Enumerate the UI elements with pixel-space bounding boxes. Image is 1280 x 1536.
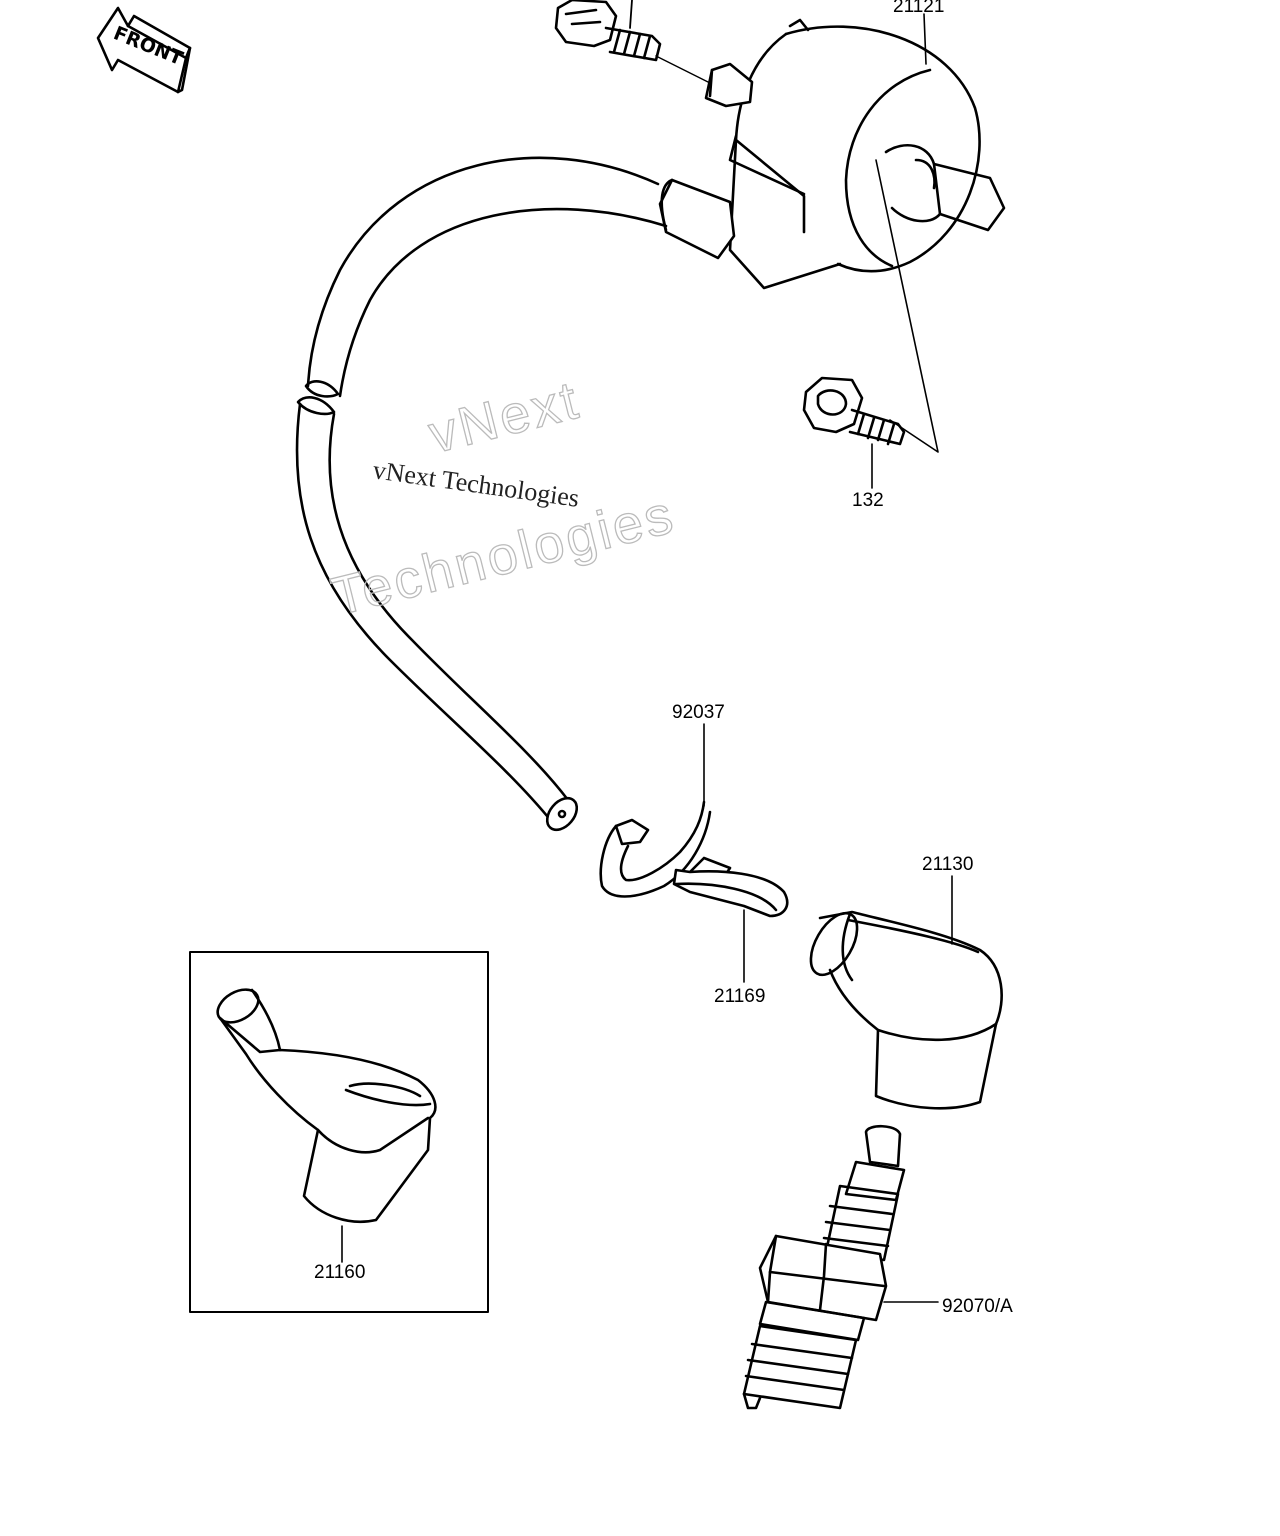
spark-plug [742,1124,939,1410]
label-ignition-coil: 21121 [893,0,944,17]
ignition-coil [554,0,1006,290]
label-spark-plug: 92070/A [942,1296,1013,1317]
label-clip: 21169 [714,986,765,1007]
top-bolt-icon [554,0,713,85]
plug-cap [809,875,1003,1110]
bolt-icon [802,376,906,489]
front-arrow-icon [96,6,192,94]
label-clamp: 92037 [672,702,725,723]
ht-lead [295,156,668,832]
clip-icon [672,856,789,983]
plug-cap-alt [189,951,489,1313]
watermark-line1: vNext [423,370,586,465]
label-bolt: 132 [852,490,884,511]
watermark-caption: vNext Technologies [371,455,581,513]
label-plug-cap: 21130 [922,854,973,875]
label-plug-cap-alt: 21160 [314,1262,365,1283]
clamp-icon [599,723,712,898]
watermark: vNext Technologies vNext Technologies [325,369,682,628]
watermark-line2: Technologies [326,484,681,627]
